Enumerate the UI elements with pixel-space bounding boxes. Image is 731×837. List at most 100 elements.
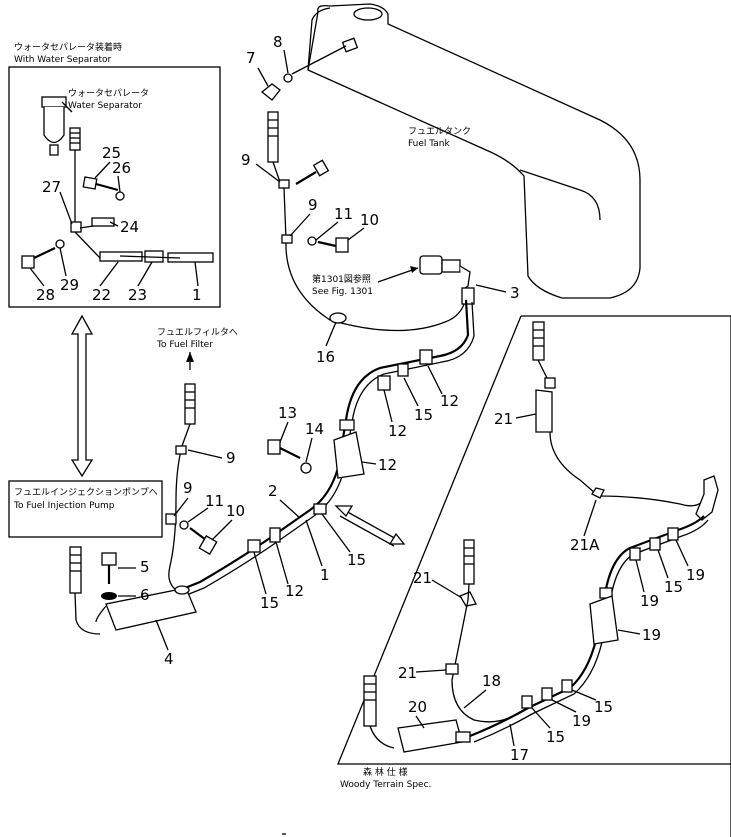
water-sep-title-en: With Water Separator — [14, 55, 111, 65]
bolt-25 — [82, 176, 119, 192]
part-label-9-a: 9 — [241, 151, 251, 169]
part-label-27: 27 — [42, 178, 61, 196]
part-label-15-w-b: 15 — [594, 698, 613, 716]
part-label-21-b: 21 — [413, 569, 432, 587]
part-label-15-w-a: 15 — [664, 578, 683, 596]
clamp-21-block — [535, 389, 553, 433]
part-label-29: 29 — [60, 276, 79, 294]
part-label-26: 26 — [112, 159, 131, 177]
pump-label-jp: フュエルインジェクションポンプへ — [14, 487, 158, 498]
washer-14 — [300, 462, 312, 474]
tank-feed-hose — [267, 111, 467, 332]
clamp-9-mid — [281, 234, 293, 244]
part-label-2: 2 — [268, 482, 278, 500]
part-label-12-d: 12 — [285, 582, 304, 600]
bolt-10-low — [189, 527, 218, 555]
part-label-22: 22 — [92, 286, 111, 304]
part-label-19-c: 19 — [642, 626, 661, 644]
inset-frame — [8, 66, 221, 308]
part-label-19-d: 19 — [572, 712, 591, 730]
clamp-19-a — [629, 547, 641, 561]
clamp-12-top — [419, 349, 433, 365]
clamp-15-mid — [339, 419, 355, 431]
clamp-15-top — [397, 363, 409, 377]
part-label-8: 8 — [273, 33, 283, 51]
hose-20 — [397, 719, 463, 753]
part-label-11: 11 — [334, 205, 353, 223]
clamp-19-b — [667, 527, 679, 541]
part-label-10: 10 — [360, 211, 379, 229]
clamp-21-c — [445, 663, 459, 675]
part-label-15-w-c: 15 — [546, 728, 565, 746]
part-label-3: 3 — [510, 284, 520, 302]
part-label-9-b: 9 — [308, 196, 318, 214]
double-arrow-diagonal — [334, 505, 406, 547]
bolt-10 — [317, 237, 349, 253]
part-label-6: 6 — [140, 586, 150, 604]
gasket-8 — [283, 73, 293, 83]
bolt-13 — [267, 439, 301, 459]
part-label-12-b: 12 — [388, 422, 407, 440]
clip-24 — [91, 217, 115, 227]
connector-3 — [461, 287, 475, 305]
clamp-19-d — [541, 687, 553, 701]
see-fig-jp: 第1301図参照 — [312, 273, 371, 285]
bolt-28 — [21, 247, 56, 269]
part-label-19-b: 19 — [640, 592, 659, 610]
part-label-18: 18 — [482, 672, 501, 690]
part-label-17: 17 — [510, 746, 529, 764]
part-label-16: 16 — [316, 348, 335, 366]
clamp-21a — [591, 487, 605, 499]
water-separator-inset: ウォータセパレータ装着時 With Water Separator ウォータセパ… — [8, 41, 221, 308]
clamp-16 — [329, 312, 347, 324]
pump-label-en: To Fuel Injection Pump — [13, 501, 115, 511]
hose-4 — [95, 585, 197, 631]
part-label-7: 7 — [246, 49, 256, 67]
clamp-15-lower — [313, 503, 327, 515]
part-label-13: 13 — [278, 404, 297, 422]
part-label-1: 1 — [320, 566, 330, 584]
clamp-12-lower-block — [333, 431, 365, 479]
clamp-15-w-a — [649, 537, 661, 551]
part-label-19-a: 19 — [686, 566, 705, 584]
part-label-15-b: 15 — [347, 551, 366, 569]
elbow-27 — [70, 221, 82, 233]
clamp-15-w-b — [561, 679, 573, 693]
part-label-10-b: 10 — [226, 502, 245, 520]
part-label-23: 23 — [128, 286, 147, 304]
part-label-14: 14 — [305, 420, 324, 438]
clamp-15-low — [247, 539, 261, 553]
injection-pump-inset: フュエルインジェクションポンプへ To Fuel Injection Pump — [8, 480, 163, 538]
fuel-filter-fitting-1301 — [419, 255, 471, 291]
part-label-12-a: 12 — [440, 392, 459, 410]
double-arrow-vertical — [70, 314, 94, 478]
bolt-upper-tank — [295, 159, 330, 185]
part-label-20: 20 — [408, 698, 427, 716]
part-label-24: 24 — [120, 218, 139, 236]
part-label-4: 4 — [164, 650, 174, 668]
part-label-9-d: 9 — [183, 479, 193, 497]
clamp-9-upper — [278, 179, 290, 189]
woody-left-hose — [463, 539, 475, 585]
water-sep-part-jp: ウォータセパレータ — [68, 88, 149, 99]
part-label-1-inset: 1 — [192, 286, 202, 304]
woody-label-jp: 森 林 仕 様 — [363, 766, 408, 778]
water-sep-title-jp: ウォータセパレータ装着時 — [14, 41, 122, 53]
woody-label-en: Woody Terrain Spec. — [340, 780, 431, 790]
part-label-12-c: 12 — [378, 456, 397, 474]
part-label-15-a: 15 — [414, 406, 433, 424]
bolt-5 — [101, 552, 117, 584]
part-label-25: 25 — [102, 144, 121, 162]
fuel-filter-hose — [168, 383, 196, 591]
pump-hose — [69, 546, 101, 635]
clamp-12-low — [269, 527, 281, 543]
elbow-7 — [260, 83, 281, 101]
washer-26 — [115, 191, 125, 201]
fuel-filter-label-en: To Fuel Filter — [156, 340, 213, 350]
water-separator-body — [41, 96, 81, 156]
part-label-11-b: 11 — [205, 492, 224, 510]
woody-terrain-inset: 森 林 仕 様 Woody Terrain Spec. 21 21A 19 15 — [337, 315, 731, 837]
fuel-tank-label-jp: フュエルタンク — [408, 126, 471, 137]
part-label-9-c: 9 — [226, 449, 236, 467]
